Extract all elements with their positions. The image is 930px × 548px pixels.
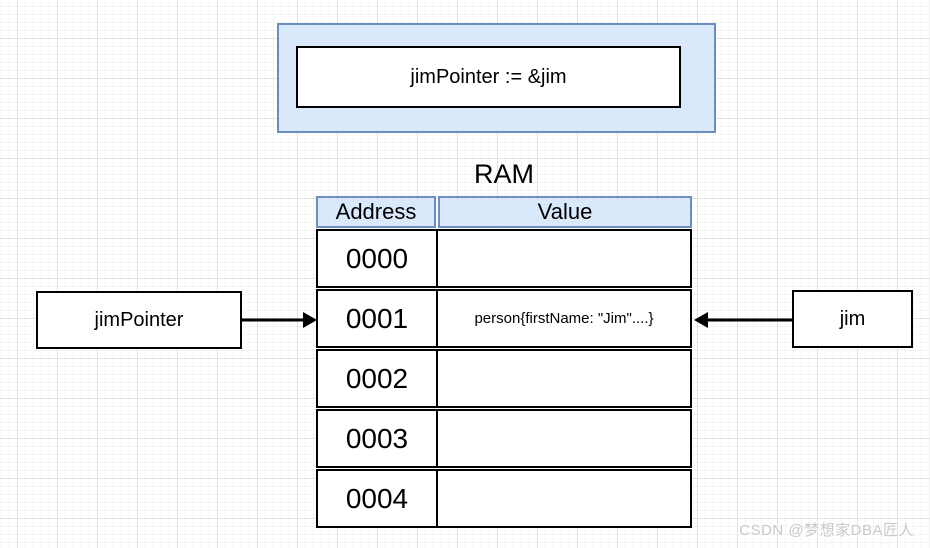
table-row: 0004 bbox=[316, 469, 692, 528]
address-cell: 0004 bbox=[316, 469, 438, 528]
ram-title: RAM bbox=[474, 158, 534, 189]
code-statement-box: jimPointer := &jim bbox=[296, 46, 681, 108]
ram-table: Address Value 0000 0001 person{firstName… bbox=[316, 196, 692, 528]
address-cell: 0002 bbox=[316, 349, 438, 408]
address-cell: 0000 bbox=[316, 229, 438, 288]
table-row: 0001 person{firstName: "Jim"....} bbox=[316, 289, 692, 348]
code-statement-label: jimPointer := &jim bbox=[410, 65, 567, 88]
jim-pointer-box: jimPointer bbox=[36, 291, 242, 349]
jim-box: jim bbox=[792, 290, 913, 348]
column-header-address: Address bbox=[316, 196, 436, 228]
value-cell: person{firstName: "Jim"....} bbox=[436, 289, 692, 348]
value-cell bbox=[436, 469, 692, 528]
table-row: 0002 bbox=[316, 349, 692, 408]
arrow-left-icon bbox=[694, 312, 792, 328]
value-cell bbox=[436, 349, 692, 408]
column-header-value: Value bbox=[438, 196, 692, 228]
address-cell: 0001 bbox=[316, 289, 438, 348]
csdn-watermark: CSDN @梦想家DBA匠人 bbox=[739, 522, 914, 539]
value-cell bbox=[436, 229, 692, 288]
arrow-right-icon bbox=[242, 312, 317, 328]
table-row: 0003 bbox=[316, 409, 692, 468]
ram-table-header: Address Value bbox=[316, 196, 692, 228]
address-cell: 0003 bbox=[316, 409, 438, 468]
jim-label: jim bbox=[839, 307, 866, 330]
table-row: 0000 bbox=[316, 229, 692, 288]
value-cell bbox=[436, 409, 692, 468]
jim-pointer-label: jimPointer bbox=[94, 308, 184, 331]
